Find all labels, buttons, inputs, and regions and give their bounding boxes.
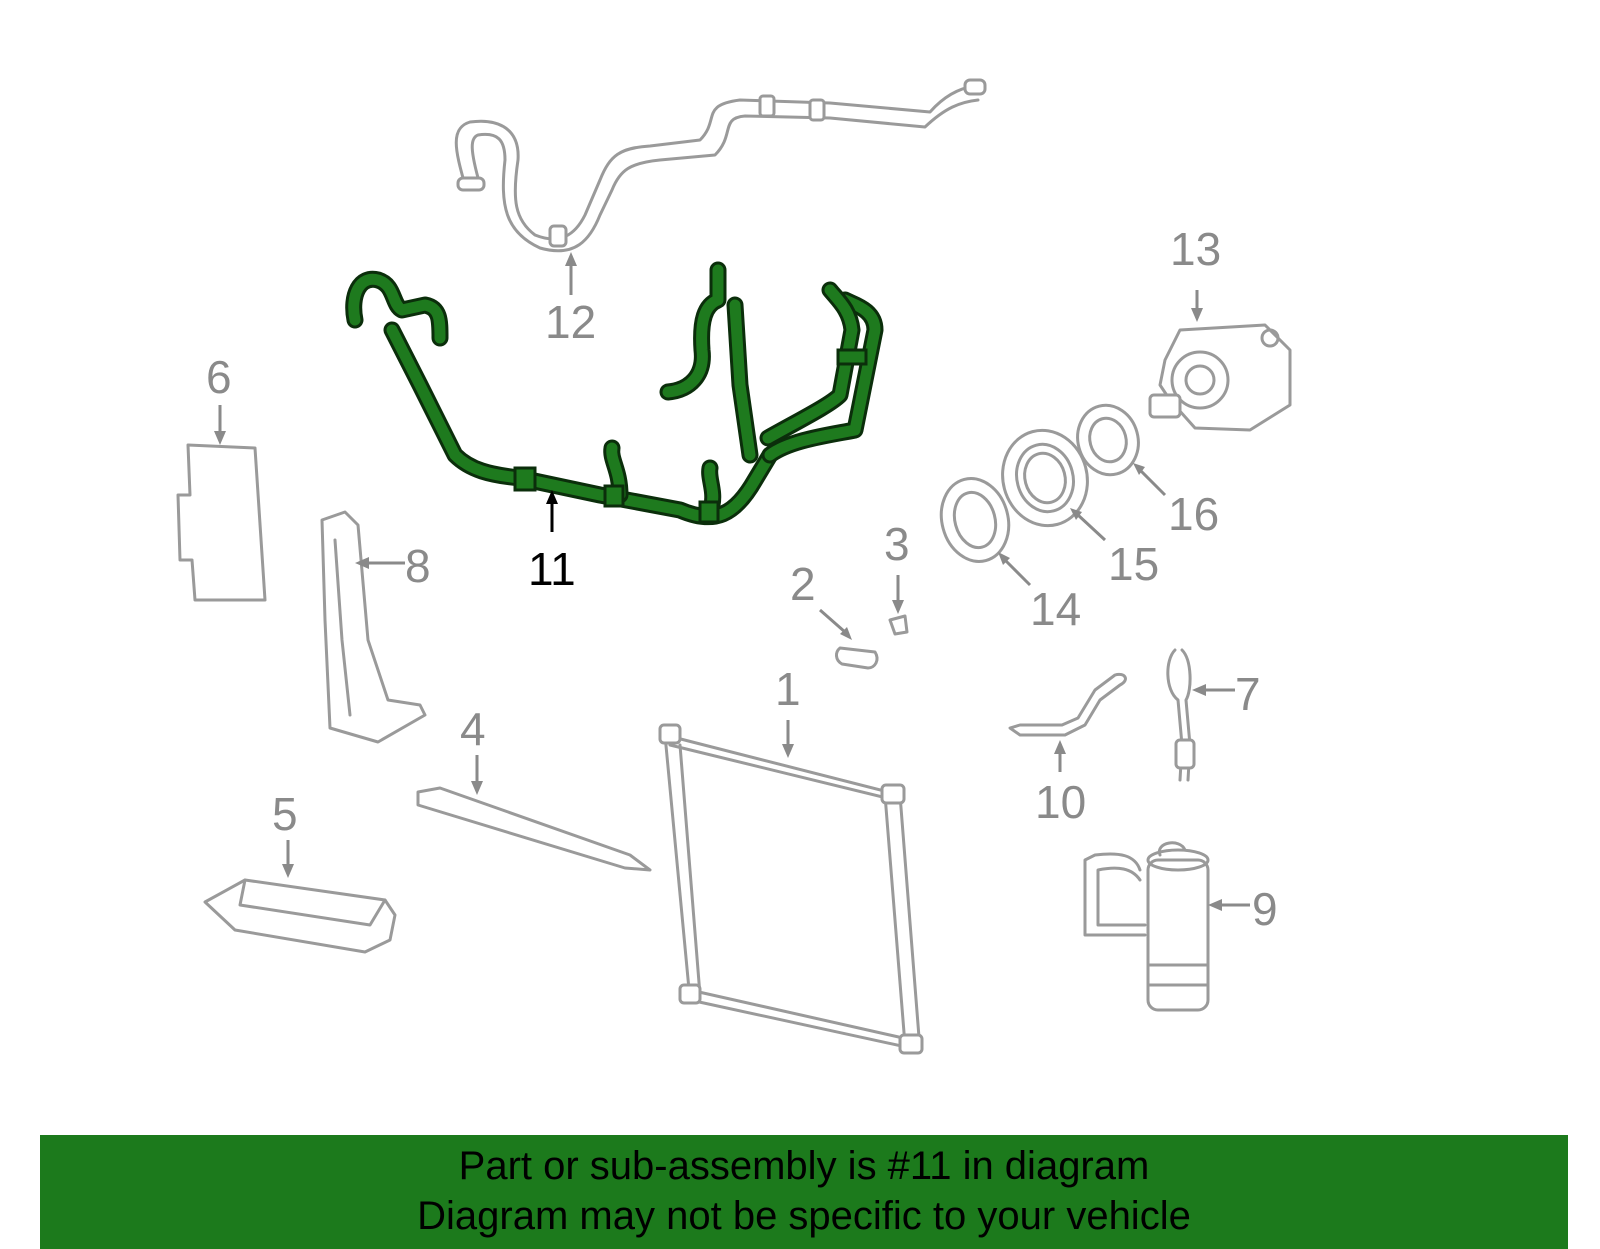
part-1-condenser[interactable] <box>658 723 924 1055</box>
part-13-compressor[interactable] <box>1148 323 1292 432</box>
part-5-shield[interactable] <box>203 878 397 954</box>
callout-4[interactable]: 4 <box>460 703 486 755</box>
part-9-receiver-drier[interactable] <box>1083 841 1210 1012</box>
banner-line-1: Part or sub-assembly is #11 in diagram <box>458 1144 1150 1188</box>
part-6-panel[interactable] <box>176 443 267 602</box>
part-2-gasket[interactable] <box>835 646 879 670</box>
part-14-clutch-plate[interactable] <box>932 471 1017 569</box>
part-10-tube[interactable] <box>1008 672 1127 737</box>
callout-12[interactable]: 12 <box>545 296 596 348</box>
callout-6[interactable]: 6 <box>206 351 232 403</box>
part-12-hose[interactable] <box>454 78 987 253</box>
part-11-hose-assembly[interactable] <box>345 261 884 526</box>
callout-2[interactable]: 2 <box>790 558 816 610</box>
callout-14[interactable]: 14 <box>1030 583 1081 635</box>
banner-line-2: Diagram may not be specific to your vehi… <box>417 1194 1191 1238</box>
callout-11[interactable]: 11 <box>528 543 576 595</box>
part-4-seal[interactable] <box>416 786 652 872</box>
callout-8[interactable]: 8 <box>405 540 431 592</box>
callout-16[interactable]: 16 <box>1168 488 1219 540</box>
part-15-pulley[interactable] <box>992 421 1098 535</box>
callout-1[interactable]: 1 <box>775 663 801 715</box>
callout-3[interactable]: 3 <box>884 518 910 570</box>
callout-7[interactable]: 7 <box>1235 668 1261 720</box>
callout-13[interactable]: 13 <box>1170 223 1221 275</box>
info-banner: Part or sub-assembly is #11 in diagram D… <box>40 1135 1568 1249</box>
callout-5[interactable]: 5 <box>272 788 298 840</box>
part-16-coil[interactable] <box>1070 398 1146 481</box>
callout-15[interactable]: 15 <box>1108 538 1159 590</box>
part-7-line[interactable] <box>1166 648 1196 782</box>
callout-10[interactable]: 10 <box>1035 776 1086 828</box>
part-3-valve[interactable] <box>888 614 909 636</box>
callout-9[interactable]: 9 <box>1252 883 1278 935</box>
